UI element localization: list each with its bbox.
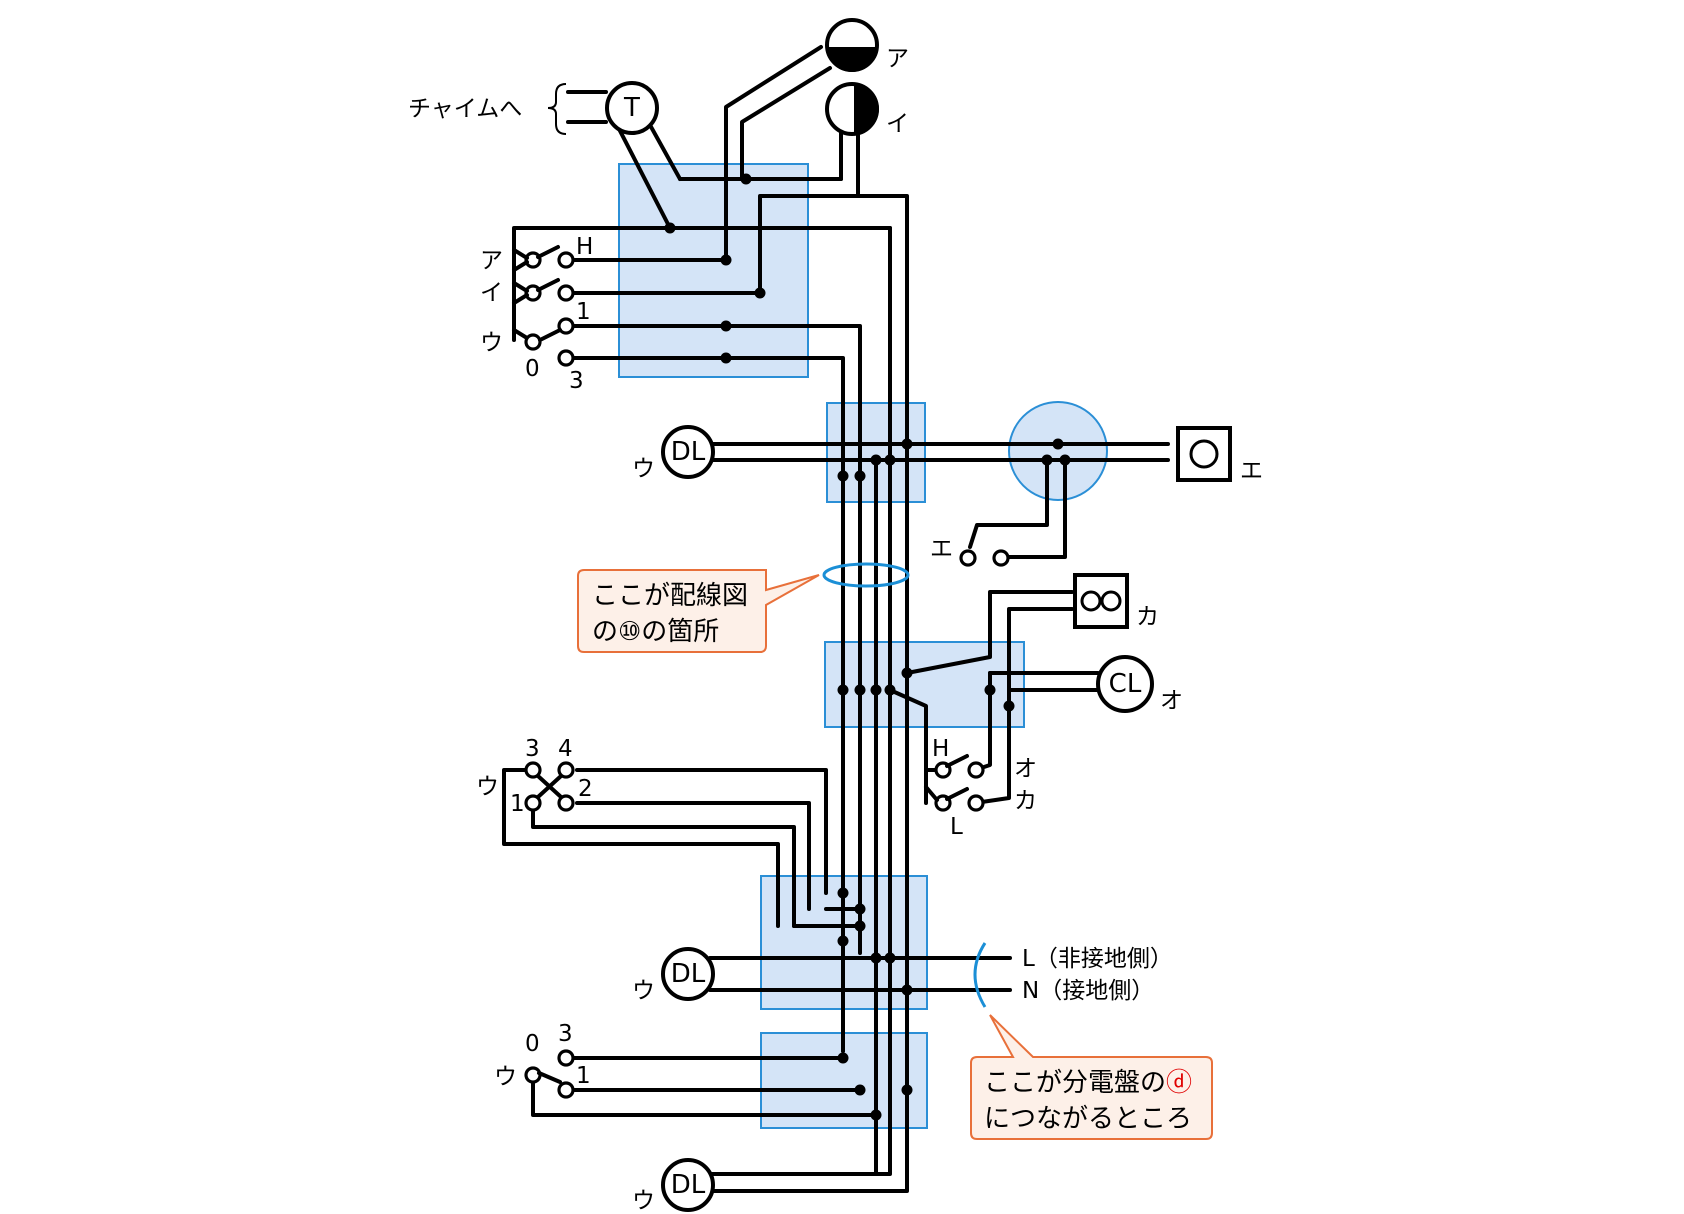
- wires: [502, 45, 1170, 1193]
- power-supply: L（非接地側） N（接地側）: [1022, 946, 1173, 1004]
- switch-4way-terminal-1: 1: [510, 791, 525, 817]
- ceiling-light: CL オ: [1096, 655, 1183, 714]
- supply-l-label: L（非接地側）: [1022, 946, 1173, 972]
- callout-panel-line2: につながるところ: [984, 1104, 1192, 1134]
- cable-marker-ring: [822, 562, 910, 588]
- switch-a-tag: ア: [480, 248, 503, 274]
- downlight-bottom: DL ウ: [632, 1158, 715, 1214]
- downlight-middle: DL ウ: [632, 947, 715, 1004]
- downlight-top-symbol: DL: [671, 437, 706, 467]
- switch-e: エ: [930, 536, 1010, 567]
- switch-e-tag: エ: [930, 536, 953, 562]
- callout-riser-line2: の⑩の箇所: [592, 617, 719, 647]
- switch-ok-h-label: H: [932, 736, 949, 762]
- switch-3way-tag: ウ: [494, 1064, 517, 1090]
- downlight-bottom-symbol: DL: [671, 1170, 706, 1200]
- downlight-top-tag: ウ: [632, 456, 655, 482]
- outlet-e: エ: [1176, 426, 1263, 484]
- switch-terminal-1: 1: [576, 299, 591, 325]
- switch-3way-terminal-1: 1: [576, 1063, 591, 1089]
- junction-dots: [664, 173, 1071, 1121]
- switch-terminal-0: 0: [525, 356, 540, 382]
- switch-group-ok: H オ カ L: [924, 736, 1037, 840]
- callout-panel: ここが分電盤のⓓ につながるところ: [970, 1014, 1213, 1140]
- ceiling-light-tag: オ: [1160, 688, 1183, 714]
- lamp-a-tag: ア: [886, 46, 909, 72]
- ceiling-light-symbol: CL: [1109, 669, 1142, 699]
- switch-h-label: H: [576, 234, 593, 260]
- callout-riser-line1: ここが配線図: [592, 581, 748, 611]
- downlight-bottom-tag: ウ: [632, 1188, 655, 1214]
- supply-marker-bracket: [973, 942, 987, 1008]
- switch-4way-terminal-3: 3: [525, 736, 540, 762]
- switch-3way-terminal-3: 3: [558, 1021, 573, 1047]
- callout-panel-line1: ここが分電盤のⓓ: [984, 1068, 1192, 1098]
- switch-ok-l-label: L: [950, 814, 963, 840]
- switch-4way-terminal-4: 4: [558, 736, 573, 762]
- chime-transformer: T チャイムへ: [408, 81, 659, 135]
- downlight-middle-tag: ウ: [632, 978, 655, 1004]
- switch-i-tag: イ: [480, 280, 503, 306]
- joint-box-3: [1008, 401, 1108, 501]
- outlet-ka: カ: [1073, 573, 1159, 630]
- switch-o-tag: オ: [1014, 756, 1037, 782]
- supply-n-label: N（接地側）: [1022, 978, 1154, 1004]
- downlight-middle-symbol: DL: [671, 959, 706, 989]
- switch-4way-tag: ウ: [476, 774, 499, 800]
- switch-4way: ウ 3 4 1 2: [476, 736, 593, 817]
- lamp-i-tag: イ: [886, 111, 909, 137]
- switch-4way-terminal-2: 2: [578, 776, 593, 802]
- chime-label: チャイムへ: [408, 96, 522, 122]
- lamp-a: ア: [825, 18, 909, 72]
- outlet-e-tag: エ: [1240, 458, 1263, 484]
- outlet-ka-tag: カ: [1136, 604, 1159, 630]
- switch-group-top: ア イ ウ H 1 0 3: [480, 234, 593, 394]
- switch-ka-tag: カ: [1014, 788, 1037, 814]
- switch-3way-terminal-0: 0: [525, 1031, 540, 1057]
- lamp-i: イ: [825, 82, 909, 137]
- transformer-symbol: T: [623, 93, 640, 123]
- joint-box-1: [618, 163, 809, 378]
- switch-terminal-3: 3: [569, 368, 584, 394]
- switch-3way-bottom: ウ 0 3 1: [494, 1021, 591, 1099]
- callout-riser: ここが配線図 の⑩の箇所: [577, 569, 820, 653]
- switch-u-tag: ウ: [480, 330, 503, 356]
- downlight-top: DL ウ: [632, 425, 715, 482]
